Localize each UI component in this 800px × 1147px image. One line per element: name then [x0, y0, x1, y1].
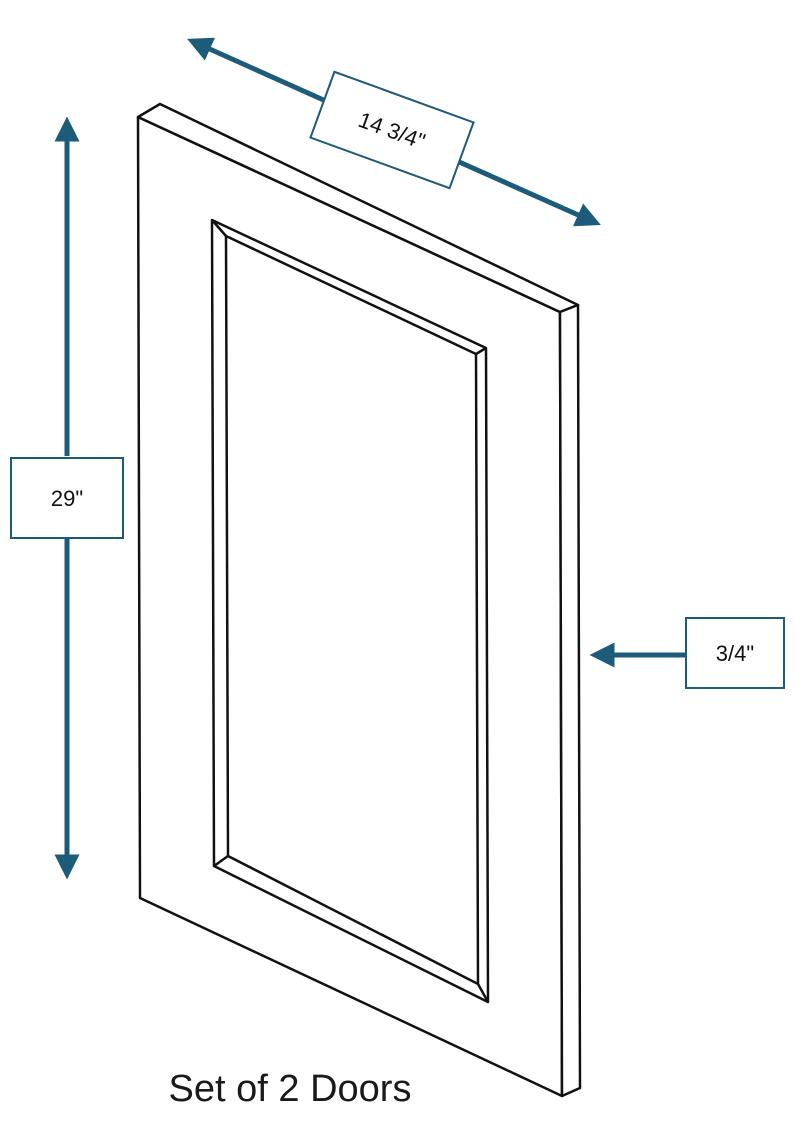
caption: Set of 2 Doors	[168, 1068, 412, 1110]
width-arrow-left	[187, 37, 330, 105]
thickness-label-box	[685, 617, 785, 689]
bevel-line	[213, 854, 229, 868]
height-label-box	[10, 457, 124, 539]
panel-inner	[224, 234, 480, 986]
thickness-label: 3/4"	[716, 641, 754, 666]
bevel-line	[211, 219, 227, 237]
bevel-line	[475, 346, 487, 356]
door-side-edge	[558, 303, 582, 1098]
width-label-box	[309, 70, 475, 190]
width-arrow-right	[455, 158, 601, 227]
height-label: 29"	[51, 486, 83, 511]
thickness-dimension: 3/4"	[589, 617, 785, 689]
door	[136, 102, 582, 1098]
width-dimension: 14 3/4"	[187, 37, 601, 227]
height-dimension: 29"	[10, 116, 124, 880]
bevel-line	[476, 983, 490, 1003]
